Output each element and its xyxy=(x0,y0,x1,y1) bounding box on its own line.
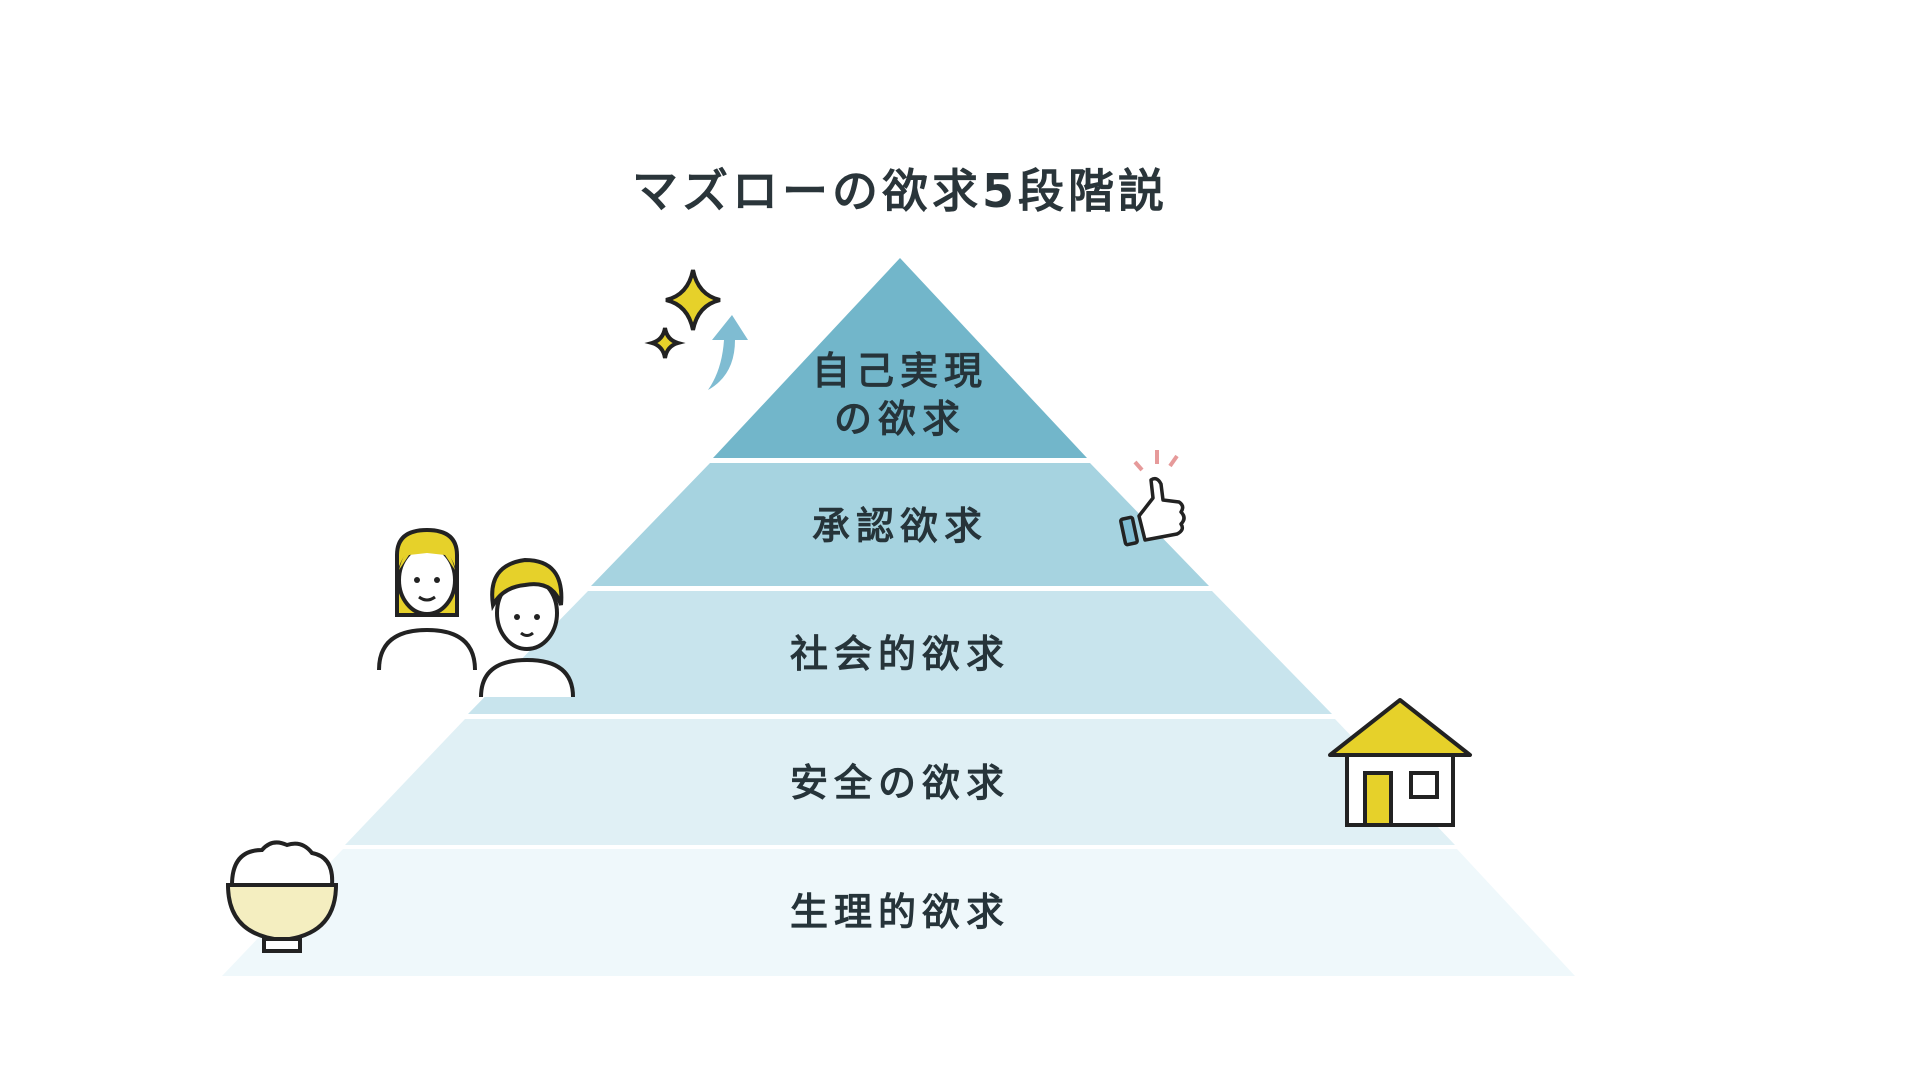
level-label-social: 社会的欲求 xyxy=(789,632,1010,676)
level-social xyxy=(468,591,1332,714)
thumbs-up-icon xyxy=(1119,450,1186,547)
level-label-line2: の欲求 xyxy=(833,397,966,441)
level-label-safety: 安全の欲求 xyxy=(789,761,1010,805)
diagram-title: マズローの欲求5段階説 xyxy=(631,164,1168,218)
level-label-line1: 自己実現 xyxy=(811,349,988,393)
people-icon xyxy=(377,527,575,698)
level-label-self-actualization: 自己実現 の欲求 xyxy=(0,347,1800,443)
rice-bowl-icon xyxy=(225,840,339,953)
house-icon xyxy=(1328,698,1472,827)
level-label-physiological: 生理的欲求 xyxy=(789,890,1010,934)
level-safety xyxy=(345,719,1455,845)
level-self-actualization xyxy=(713,258,1087,458)
sparkle-arrow-icon xyxy=(644,269,748,390)
level-esteem xyxy=(591,463,1209,586)
level-physiological xyxy=(222,849,1575,976)
level-label-esteem: 承認欲求 xyxy=(811,504,988,548)
